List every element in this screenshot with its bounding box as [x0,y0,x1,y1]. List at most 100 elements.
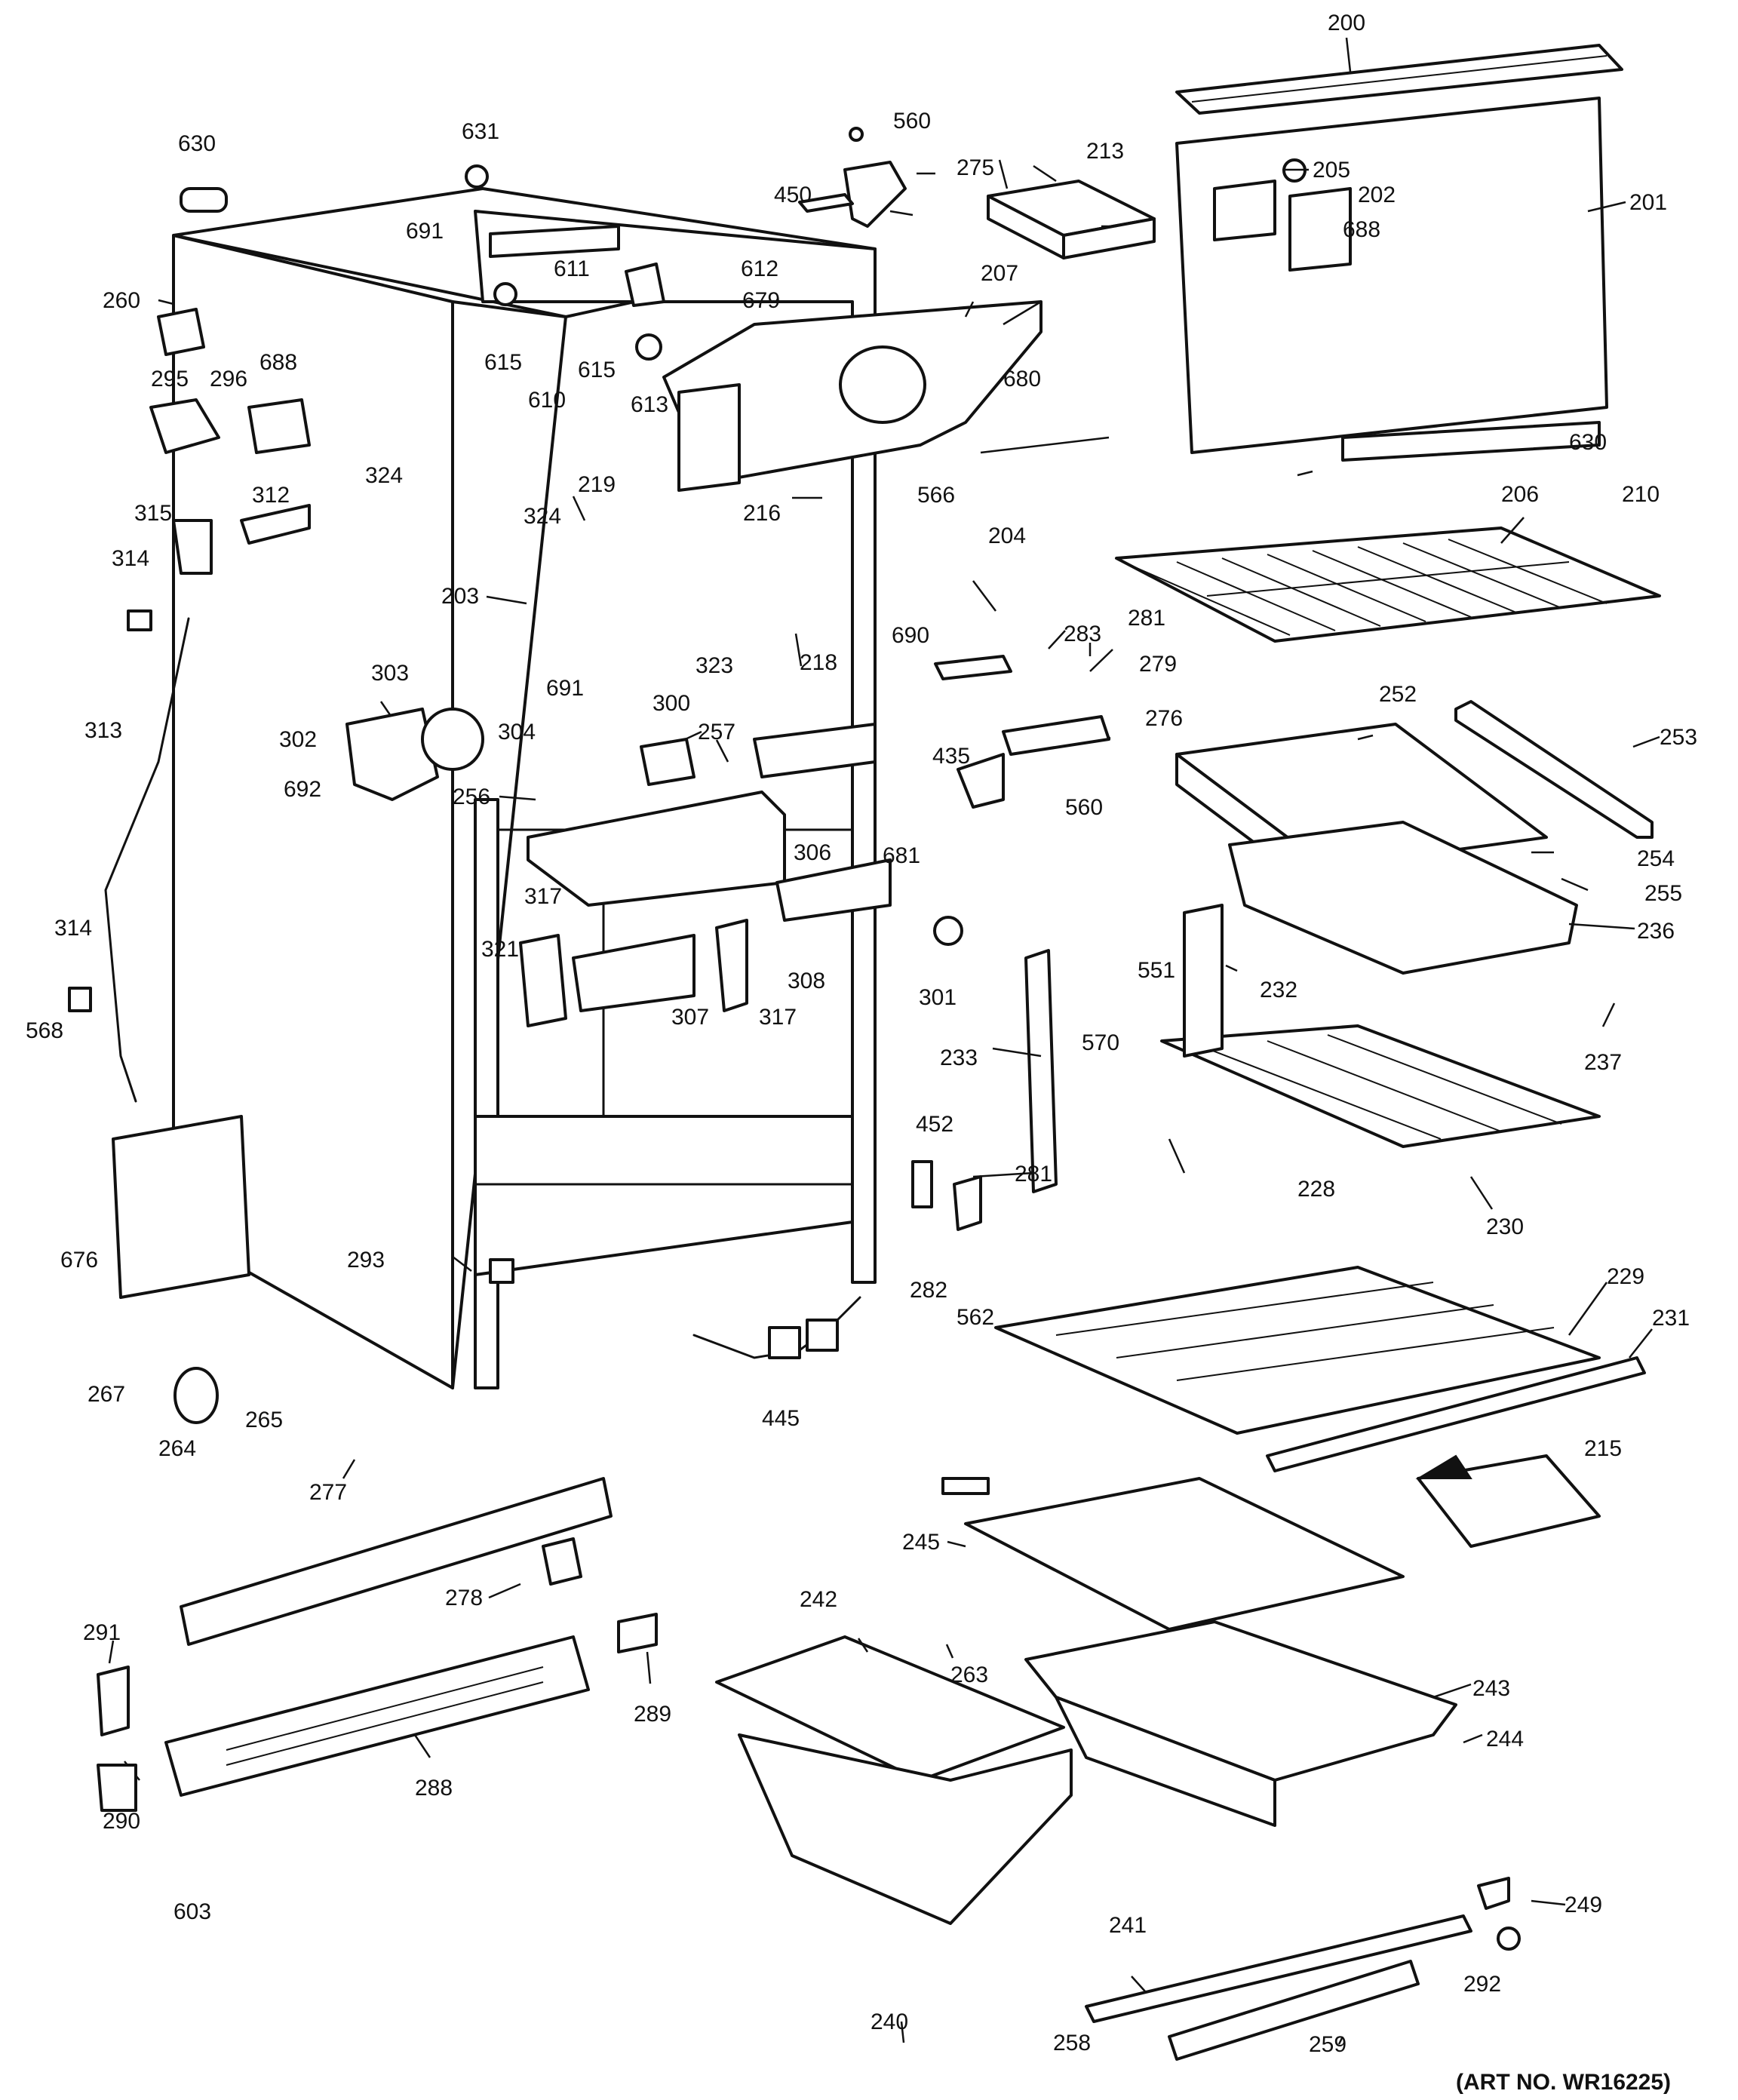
callout-218: 218 [800,650,837,675]
callout-260: 260 [103,288,140,313]
callout-231: 231 [1652,1306,1690,1331]
callout-228: 228 [1297,1177,1335,1202]
callout-281-lower: 281 [1015,1162,1052,1187]
part-233-ladder-rail [1024,949,1058,1193]
callout-207: 207 [981,261,1018,286]
callout-277: 277 [309,1480,347,1505]
callout-283: 283 [1064,622,1101,646]
callout-216: 216 [743,501,781,526]
callout-230: 230 [1486,1214,1524,1239]
part-206-shelf [1115,527,1661,643]
callout-314-upper: 314 [112,546,149,571]
callout-240: 240 [871,2009,908,2034]
callout-labels: 200 201 202 203 204 205 206 207 210 213 … [26,11,1697,2095]
callout-445: 445 [762,1406,800,1431]
small-parts [68,127,1601,1951]
callout-690: 690 [892,623,929,648]
callout-560-lower: 560 [1065,795,1103,820]
callout-296: 296 [210,367,247,391]
callout-258: 258 [1053,2031,1091,2055]
part-445-wire-harness [692,1296,861,1359]
part-306-control-housing [527,791,786,907]
callout-313: 313 [84,718,122,743]
callout-289: 289 [634,1702,671,1727]
part-288-base-grille [164,1635,590,1797]
callout-210: 210 [1622,482,1660,507]
part-201-door-panel [1175,97,1608,454]
callout-232: 232 [1260,978,1297,1002]
callout-275: 275 [957,155,994,180]
callout-278: 278 [445,1586,483,1610]
callout-301: 301 [919,985,957,1010]
callout-288: 288 [415,1776,453,1801]
callout-630-upper: 630 [178,131,216,156]
part-242-cover [715,1635,1065,1782]
callout-315: 315 [134,501,172,526]
callout-279: 279 [1139,652,1177,677]
part-236-meat-pan [1228,821,1578,975]
callout-303: 303 [371,661,409,686]
callout-324-upper: 324 [365,463,403,488]
callout-293: 293 [347,1248,385,1273]
callout-324-lower: 324 [524,504,561,529]
callout-452: 452 [916,1112,953,1137]
callout-613: 613 [631,392,668,417]
callout-242: 242 [800,1587,837,1612]
callout-612: 612 [741,256,778,281]
callout-249: 249 [1565,1893,1602,1917]
callout-610: 610 [528,388,566,413]
callout-692: 692 [284,777,321,802]
callout-306: 306 [794,840,831,865]
part-313-drain-tube [104,617,190,1103]
callout-551: 551 [1138,958,1175,983]
callout-201: 201 [1629,190,1667,215]
callout-204: 204 [988,523,1026,548]
callout-265: 265 [245,1408,283,1432]
callout-308: 308 [788,969,825,993]
callout-243: 243 [1472,1676,1510,1701]
callout-245: 245 [902,1530,940,1555]
callout-688-left: 688 [259,350,297,375]
callout-229: 229 [1607,1264,1644,1289]
callout-603: 603 [173,1899,211,1924]
callout-263: 263 [950,1662,988,1687]
callout-255: 255 [1644,881,1682,906]
callout-323: 323 [696,653,733,678]
callout-253: 253 [1660,725,1697,750]
callout-679: 679 [742,288,780,313]
callout-300: 300 [653,691,690,716]
part-240-crisper-drawer [738,1733,1073,1925]
callout-254: 254 [1637,846,1675,871]
callout-292: 292 [1463,1972,1501,1997]
callout-566: 566 [917,483,955,508]
callout-276: 276 [1145,706,1183,731]
part-277-frame-rail [180,1477,613,1646]
callout-691-upper: 691 [406,219,444,244]
callout-681: 681 [883,843,920,868]
part-243-crisper-drawer [1024,1620,1457,1827]
part-231-shelf-trim [1266,1356,1646,1472]
callout-237: 237 [1584,1050,1622,1075]
callout-435: 435 [932,744,970,769]
callout-252: 252 [1379,682,1417,707]
callout-203: 203 [441,584,479,609]
part-267-panel [112,1115,250,1299]
callout-206: 206 [1501,482,1539,507]
callout-631: 631 [462,119,499,144]
callout-256: 256 [453,784,490,809]
callout-562: 562 [957,1305,994,1330]
callout-317-right: 317 [759,1005,797,1030]
callout-233: 233 [940,1045,978,1070]
callout-282: 282 [910,1278,947,1303]
callout-680: 680 [1003,367,1041,391]
callout-314-lower: 314 [54,916,92,941]
callout-236: 236 [1637,919,1675,944]
callout-312: 312 [252,483,290,508]
part-253-support-rail [1454,700,1654,839]
callout-267: 267 [88,1382,125,1407]
callout-691-lower: 691 [546,676,584,701]
callout-302: 302 [279,727,317,752]
callout-570: 570 [1082,1030,1119,1055]
callout-290: 290 [103,1809,140,1834]
